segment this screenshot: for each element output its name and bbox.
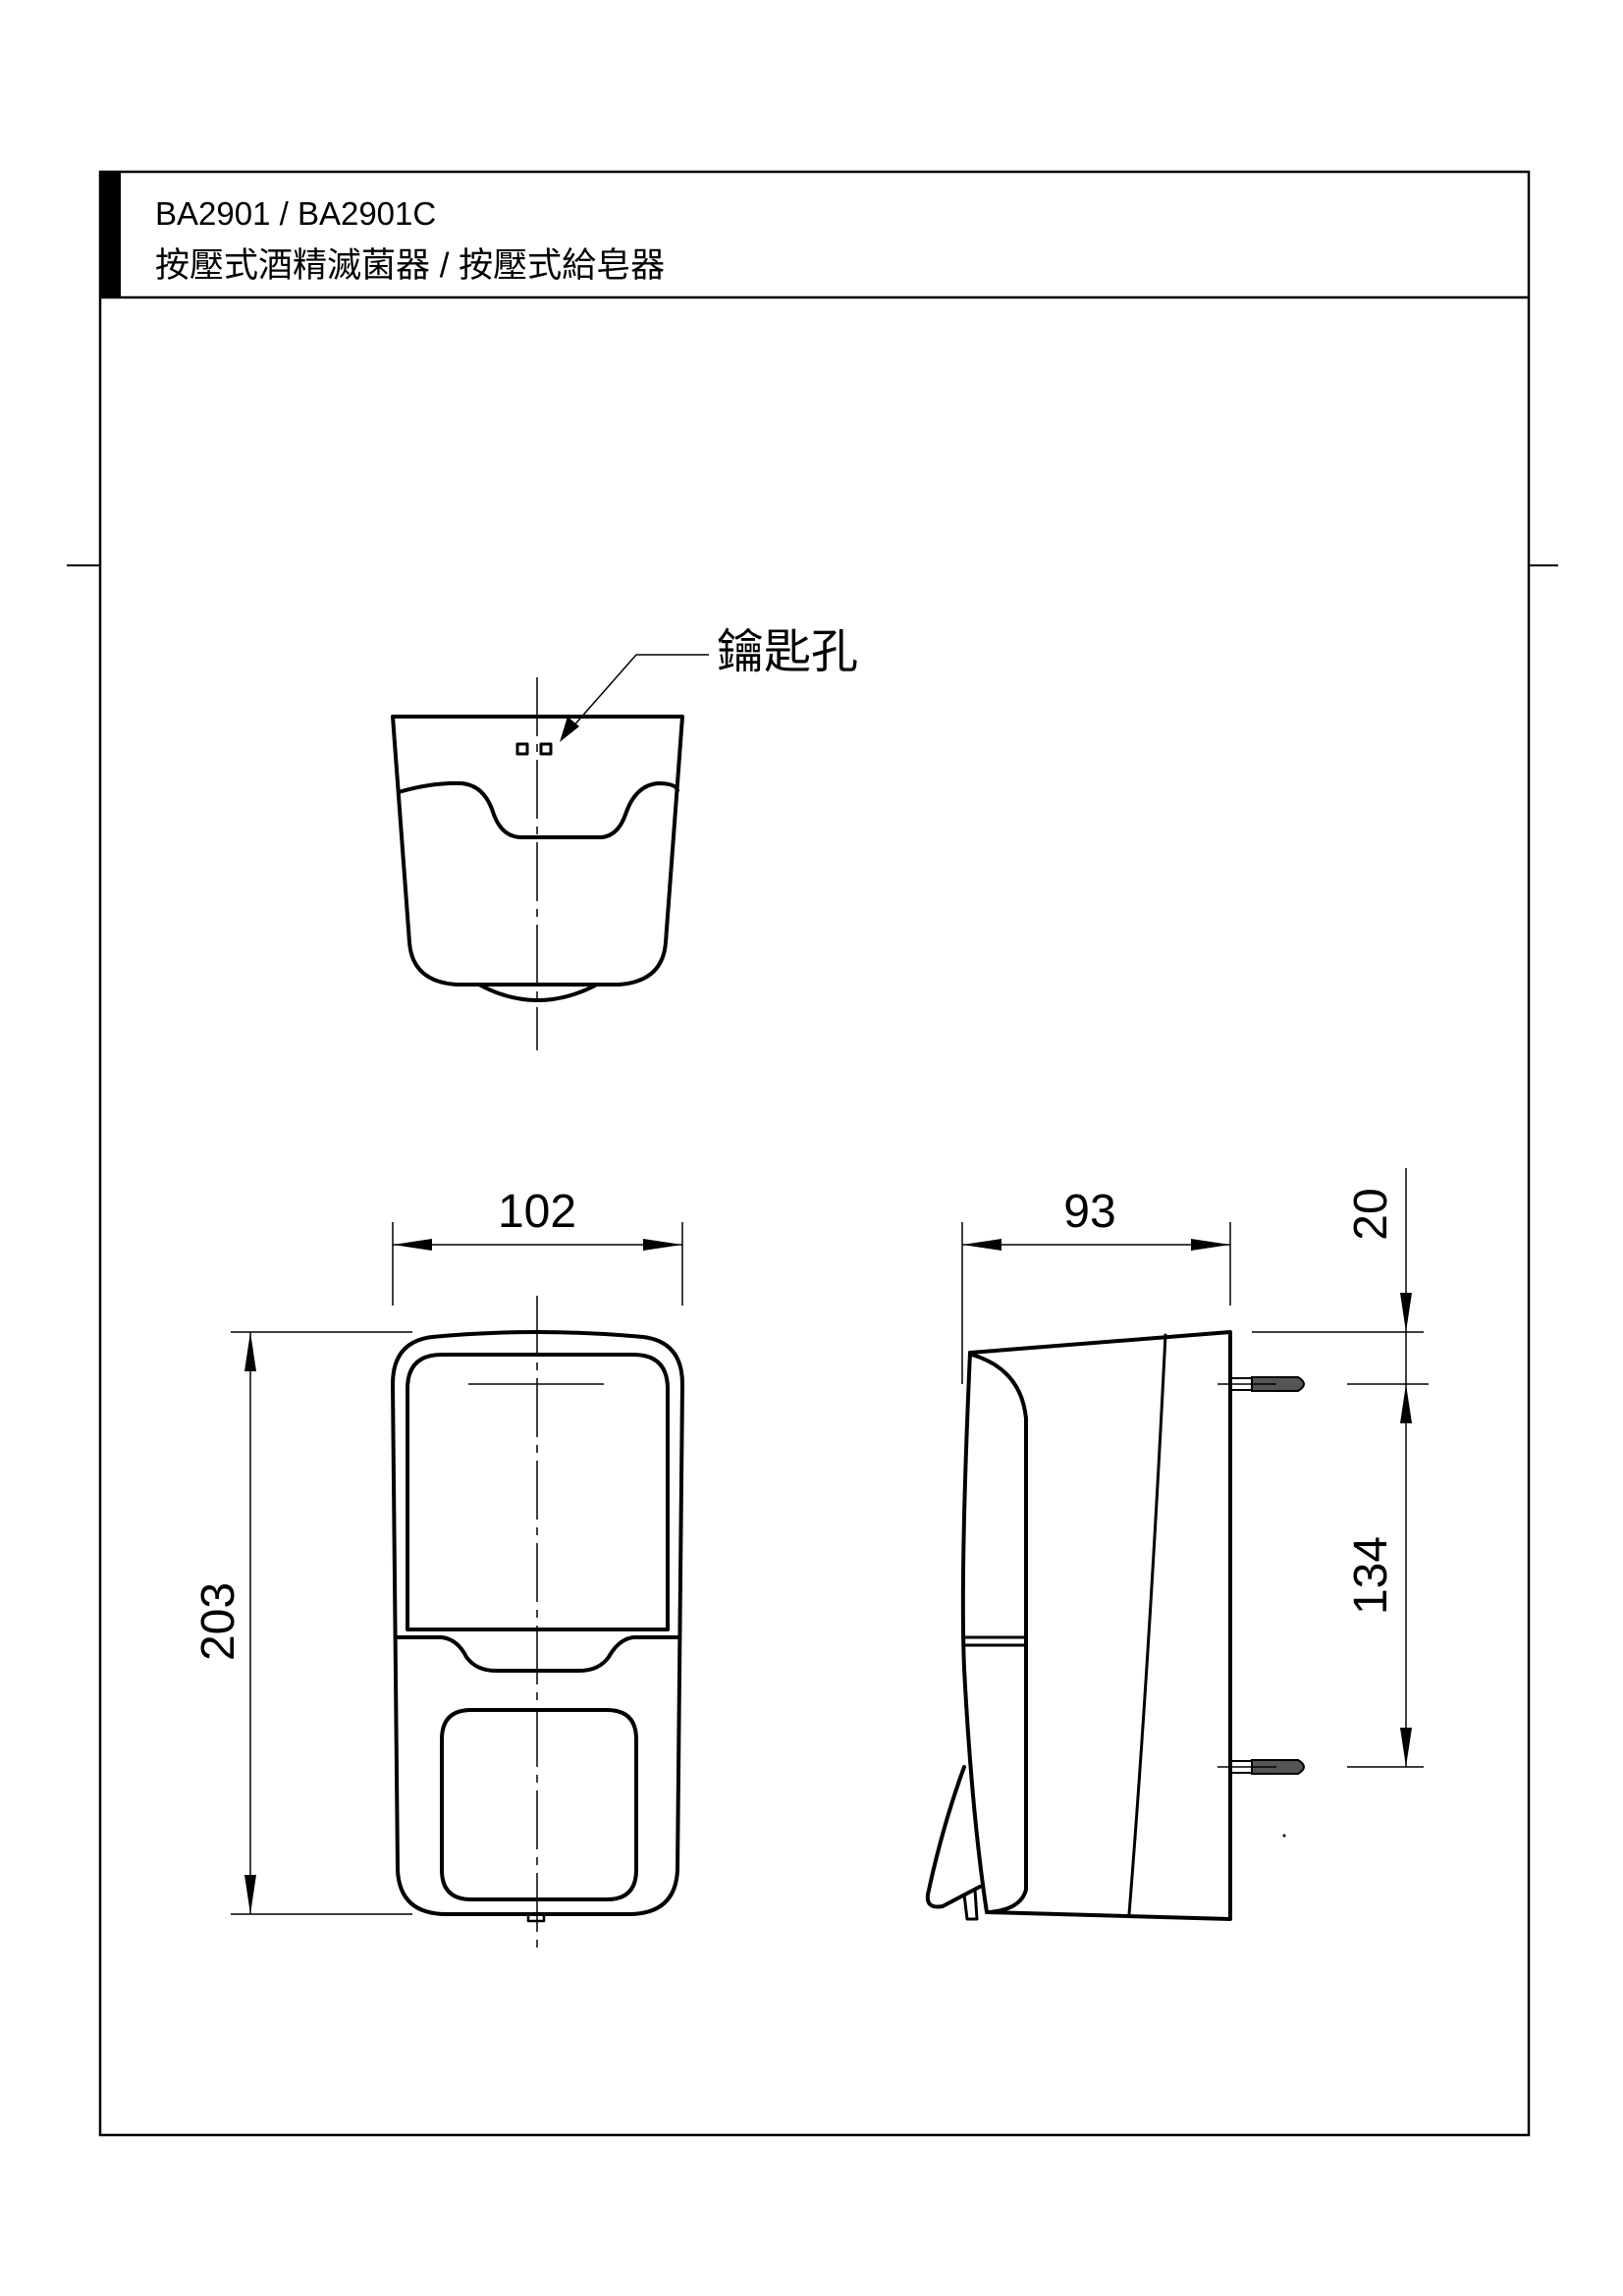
top-view-pump-bulge	[477, 983, 599, 1002]
dimension-width-value: 102	[498, 1186, 576, 1238]
dimension-mounting: 20 134	[1217, 1168, 1429, 1768]
keyhole-left	[515, 742, 529, 756]
side-view-front-edge	[960, 1351, 989, 1914]
keyhole-leader-arrow	[560, 717, 579, 742]
header-accent-bar	[100, 172, 121, 297]
drawing-frame	[98, 170, 1531, 2137]
front-view-band	[396, 1635, 679, 1673]
dimension-depth-value: 93	[1063, 1186, 1115, 1238]
front-view-outer-body	[391, 1330, 684, 1916]
side-view-band	[964, 1635, 1026, 1647]
dimension-width: 102	[392, 1186, 683, 1306]
dimension-depth: 93	[961, 1186, 1231, 1384]
top-view: 鑰匙孔	[391, 626, 858, 1050]
dimension-height-value: 203	[192, 1582, 244, 1661]
side-view-dot	[1282, 1834, 1286, 1838]
side-view-nozzle	[962, 1888, 979, 1921]
side-view	[925, 1330, 1305, 1921]
model-number: BA2901 / BA2901C	[155, 195, 436, 232]
dimension-height: 203	[192, 1331, 412, 1915]
dimension-top-offset-value: 20	[1345, 1188, 1397, 1240]
keyhole-label: 鑰匙孔	[717, 626, 858, 678]
keyhole-right	[539, 742, 553, 756]
side-view-contour-line	[1127, 1333, 1167, 1916]
top-view-body	[391, 715, 684, 987]
side-view-pump-lever	[925, 1765, 982, 1909]
top-view-wave-line	[397, 780, 679, 839]
front-view-window	[440, 1708, 638, 1901]
product-name: 按壓式酒精滅菌器 / 按壓式給皂器	[155, 246, 665, 285]
dimension-hole-spacing-value: 134	[1345, 1536, 1397, 1615]
front-view-nozzle	[526, 1912, 546, 1923]
keyhole-leader-line	[564, 654, 709, 737]
front-view	[391, 1296, 684, 1953]
side-view-shell	[968, 1330, 1232, 1921]
front-view-upper-panel	[406, 1353, 670, 1631]
side-view-front-panel	[970, 1353, 1028, 1914]
